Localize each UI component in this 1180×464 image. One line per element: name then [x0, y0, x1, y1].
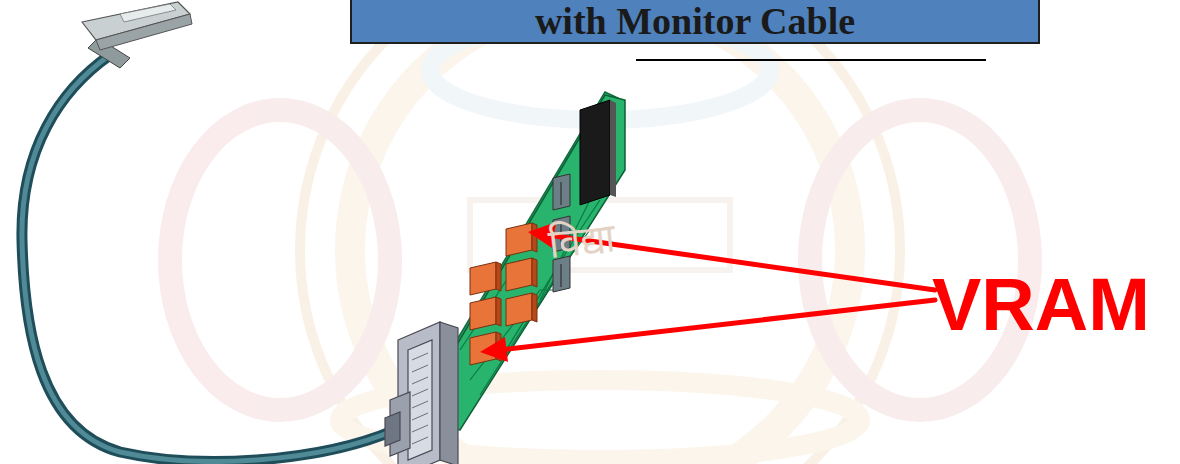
- title-box: with Monitor Cable: [350, 0, 1040, 44]
- part-label: VRAM: [932, 262, 1150, 347]
- watermark-text: विद्या: [545, 209, 617, 271]
- title-underline: [636, 59, 986, 61]
- title-text: with Monitor Cable: [535, 0, 855, 43]
- circuit-board: [430, 92, 625, 430]
- monitor-cable: [22, 55, 395, 461]
- vram-chips: [470, 223, 537, 365]
- cable-connector: [82, 2, 192, 68]
- card-connector: [385, 322, 458, 464]
- watermark-emblem: [170, 0, 1030, 464]
